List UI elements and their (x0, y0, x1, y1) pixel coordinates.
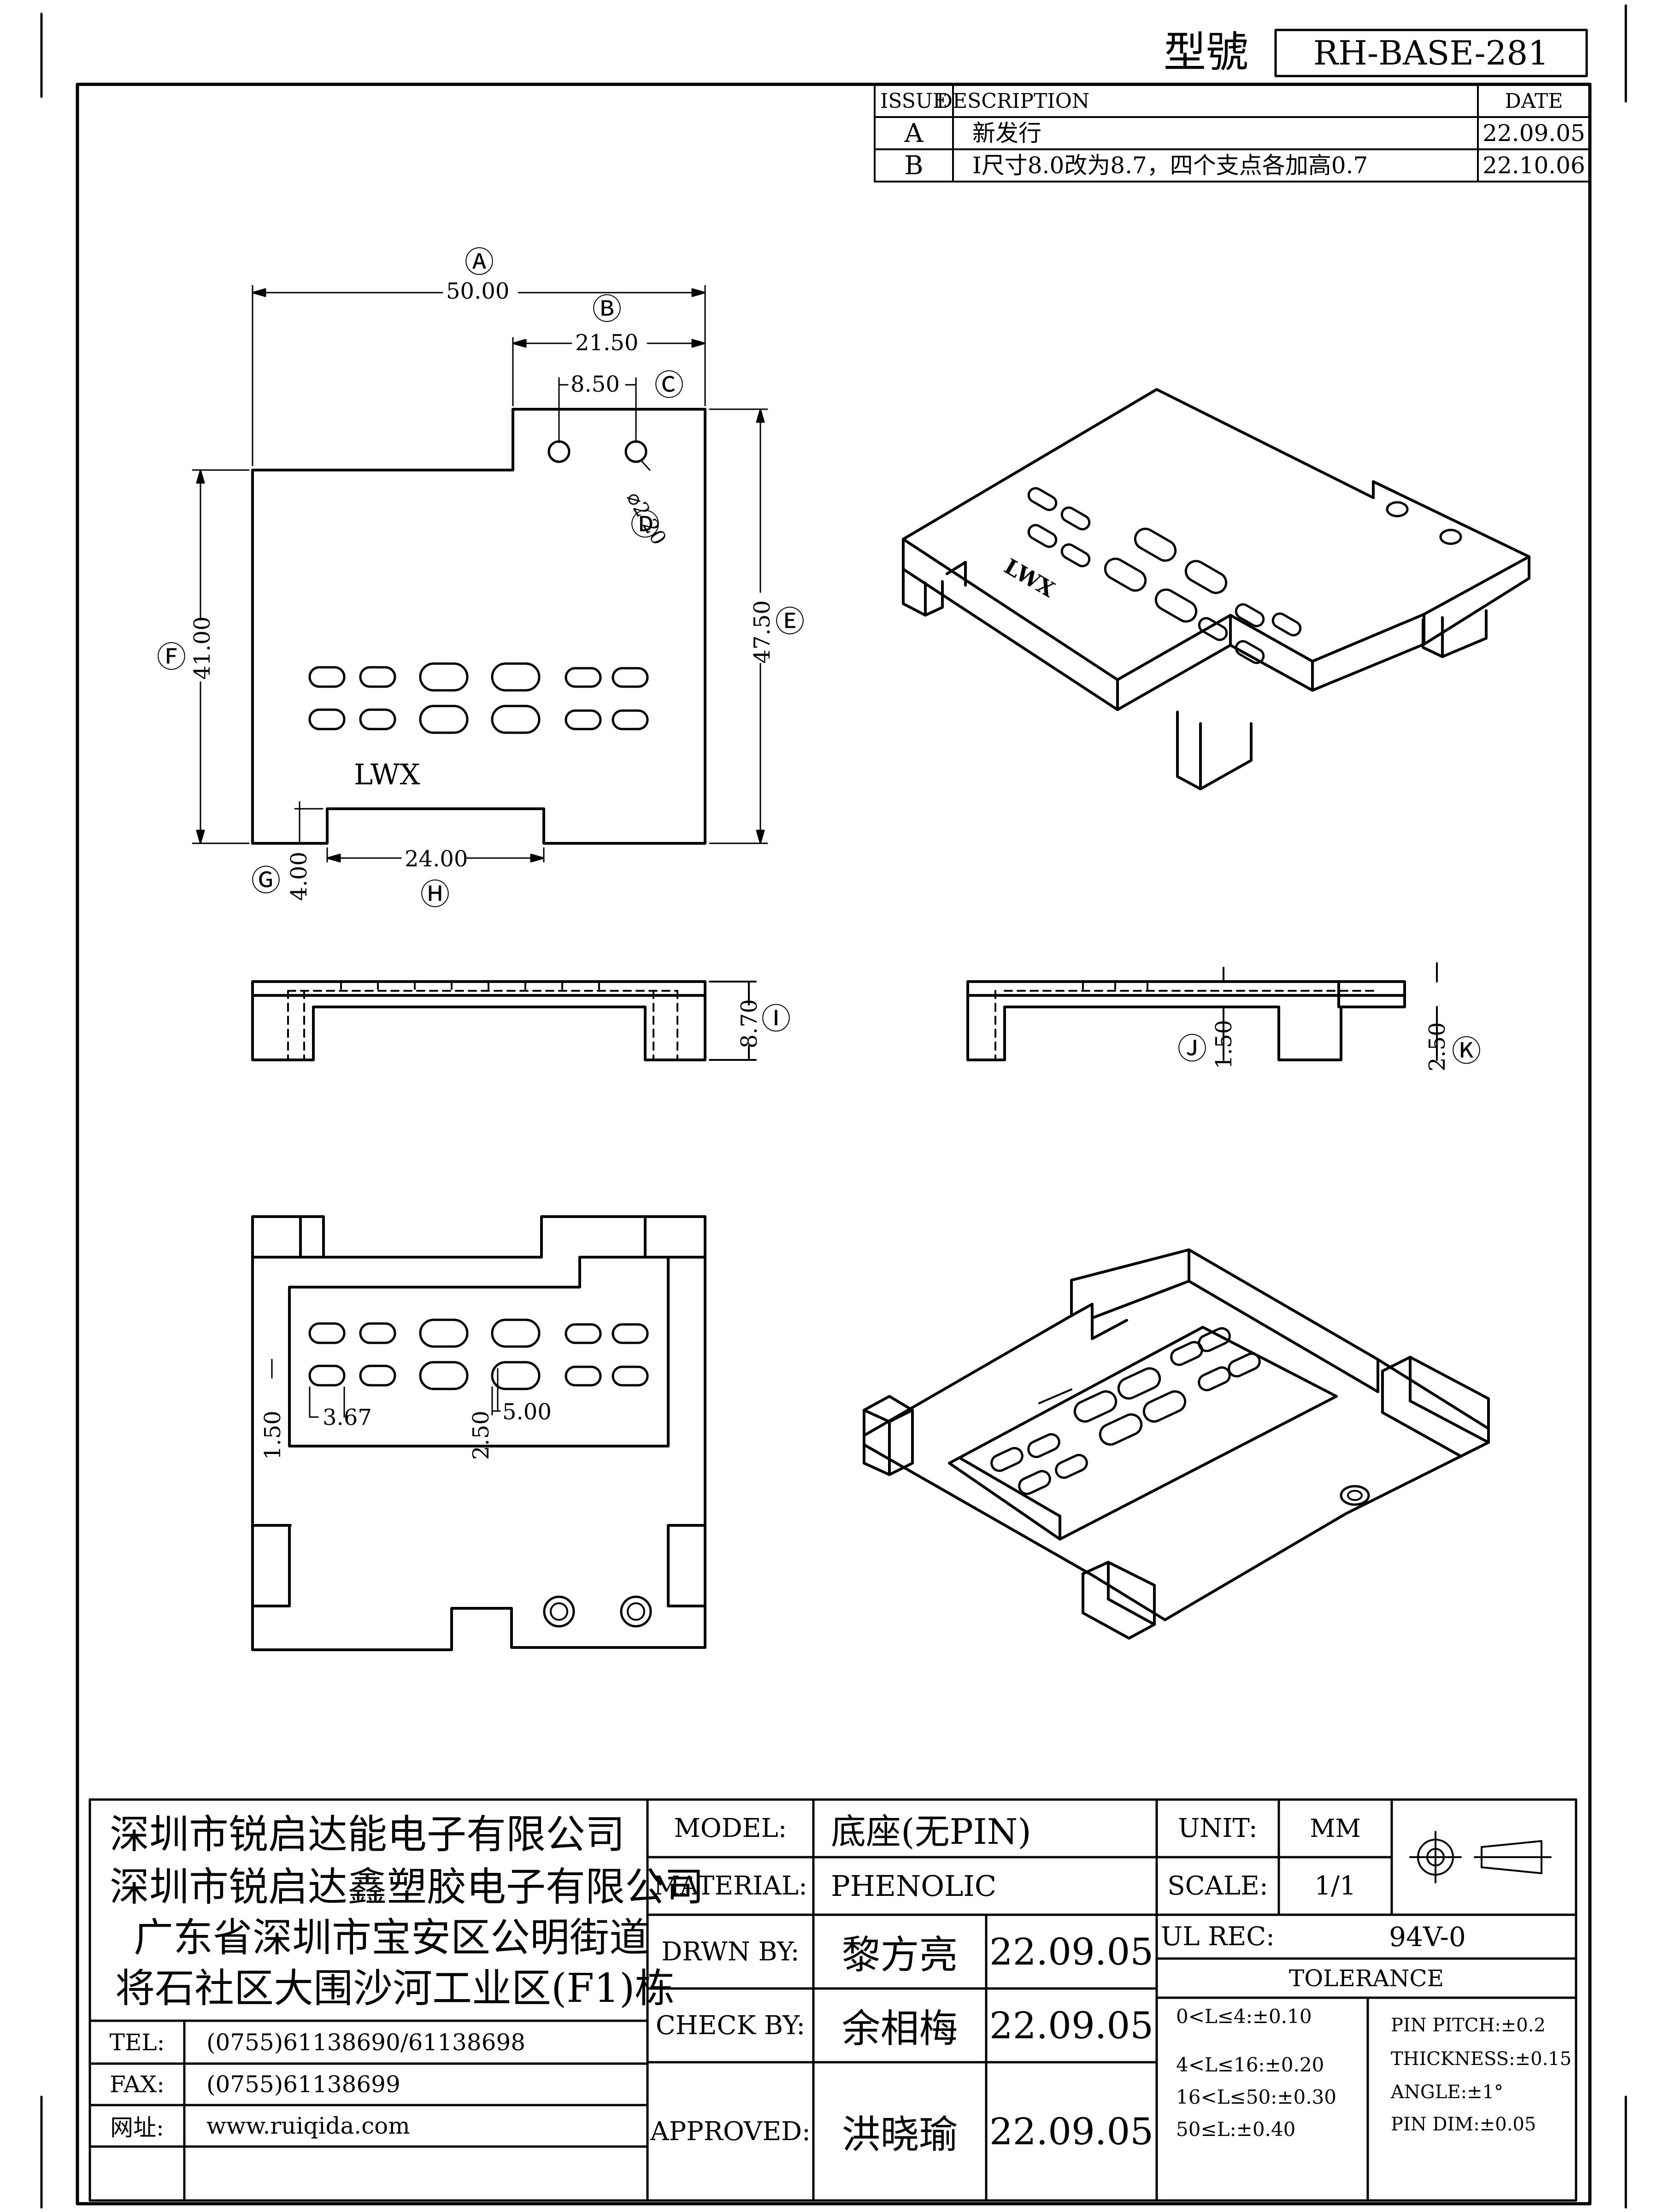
tel-label: TEL: (109, 2029, 165, 2056)
dim-tag-b: Ⓑ (592, 293, 622, 327)
company-line: 深圳市锐启达鑫塑胶电子有限公司 (110, 1864, 704, 1910)
rev-header-issue: ISSUE (880, 89, 948, 113)
right-side-view (966, 962, 1438, 1061)
rev-row-description: 新发行 (972, 120, 1041, 147)
approved-label: APPROVED: (650, 2116, 811, 2147)
top-view-dimensions (192, 285, 768, 863)
drawn-name: 黎方亮 (841, 1932, 958, 1977)
tolerance-row: 0<L≤4:±0.10 (1176, 2005, 1312, 2028)
bottom-dim-4: 5.00 (502, 1399, 552, 1425)
website-value: www.ruiqida.com (206, 2112, 410, 2139)
bottom-dim-1: 1.50 (260, 1411, 286, 1460)
unit-label: UNIT: (1178, 1813, 1258, 1843)
rev-row-description: I尺寸8.0改为8.7，四个支点各加高0.7 (972, 152, 1368, 179)
drawn-date: 22.09.05 (989, 1930, 1154, 1973)
unit-value: MM (1310, 1814, 1361, 1843)
dim-tag-e: Ⓔ (775, 605, 805, 639)
tolerance-row: 50≤L:±0.40 (1176, 2118, 1296, 2141)
rev-header-description: DESCRIPTION (936, 89, 1090, 113)
dim-value-h: 24.00 (405, 846, 468, 872)
dim-tag-c: Ⓒ (654, 369, 684, 403)
tolerance-row: PIN PITCH:±0.2 (1391, 2015, 1546, 2036)
model-label: MODEL: (674, 1813, 787, 1843)
rev-header-date: DATE (1505, 89, 1563, 113)
tolerance-title: TOLERANCE (1288, 1965, 1444, 1992)
dim-tag-k: Ⓚ (1452, 1035, 1481, 1069)
bottom-dim-2: 3.67 (323, 1405, 372, 1430)
tolerance-row: ANGLE:±1° (1391, 2082, 1504, 2103)
check-date: 22.09.05 (989, 2004, 1154, 2047)
top-view-marking: LWX (354, 758, 420, 791)
dim-value-j: 1.50 (1211, 1020, 1237, 1069)
title-block-grid (88, 1798, 1577, 2202)
projection-symbol (1409, 1831, 1552, 1883)
dim-value-k: 2.50 (1424, 1022, 1450, 1071)
dim-value-e: 47.50 (749, 600, 775, 664)
dim-tag-i: Ⓘ (761, 1002, 791, 1036)
model-number: RH-BASE-281 (1313, 34, 1549, 72)
company-line: 将石社区大围沙河工业区(F1)栋 (115, 1965, 675, 2012)
ul-value: 94V-0 (1389, 1921, 1466, 1953)
tolerance-row: PIN DIM:±0.05 (1391, 2114, 1536, 2135)
dim-value-i: 8.70 (736, 999, 762, 1048)
dim-tag-g: Ⓖ (251, 864, 281, 898)
model-value: 底座(无PIN) (831, 1811, 1031, 1852)
bottom-dim-3: 2.50 (468, 1411, 494, 1460)
tel-value: (0755)61138690/61138698 (206, 2029, 526, 2056)
rev-row-issue: B (904, 150, 924, 181)
iso-bottom-view (863, 1248, 1490, 1640)
approved-name: 洪晓瑜 (841, 2112, 958, 2157)
dim-value-a: 50.00 (446, 278, 510, 304)
drawn-label: DRWN BY: (661, 1936, 800, 1967)
tolerance-row: 16<L≤50:±0.30 (1176, 2086, 1337, 2108)
dim-tag-d: Ⓓ (630, 508, 660, 542)
company-line: 深圳市锐启达能电子有限公司 (110, 1812, 625, 1858)
website-label: 网址: (110, 2114, 164, 2141)
dim-value-f: 41.00 (189, 616, 215, 680)
fax-label: FAX: (110, 2071, 165, 2098)
fax-value: (0755)61138699 (206, 2071, 400, 2098)
dim-value-g: 4.00 (286, 852, 312, 901)
material-value: PHENOLIC (831, 1869, 997, 1903)
scale-value: 1/1 (1314, 1871, 1356, 1901)
dim-value-b: 21.50 (575, 330, 639, 356)
check-label: CHECK BY: (655, 2010, 806, 2041)
tolerance-row: THICKNESS:±0.15 (1391, 2048, 1572, 2070)
model-number-box (1274, 29, 1588, 77)
ul-label: UL REC: (1161, 1922, 1275, 1952)
scale-label: SCALE: (1167, 1871, 1268, 1901)
rev-row-date: 22.09.05 (1483, 120, 1585, 147)
dim-tag-j: Ⓙ (1177, 1032, 1207, 1066)
approved-date: 22.09.05 (989, 2110, 1154, 2153)
front-view (251, 980, 757, 1061)
model-number-label: 型號 (1164, 28, 1249, 77)
revision-table-grid (874, 83, 1591, 182)
bottom-view (251, 1215, 706, 1651)
tolerance-row: 4<L≤16:±0.20 (1176, 2053, 1324, 2076)
dim-value-c: 8.50 (571, 371, 620, 397)
dim-tag-a: Ⓐ (465, 246, 494, 280)
dim-tag-h: Ⓗ (420, 878, 450, 912)
material-label: MATERIAL: (653, 1871, 807, 1901)
iso-top-view (902, 388, 1530, 790)
drawing-border (76, 82, 1592, 2206)
rev-row-date: 22.10.06 (1483, 152, 1585, 179)
crop-marks (40, 4, 1627, 2209)
company-line: 广东省深圳市宝安区公明街道 (134, 1915, 649, 1961)
top-view (251, 408, 706, 845)
dim-tag-f: Ⓕ (157, 641, 186, 675)
rev-row-issue: A (904, 118, 924, 148)
check-name: 余相梅 (841, 2006, 958, 2051)
